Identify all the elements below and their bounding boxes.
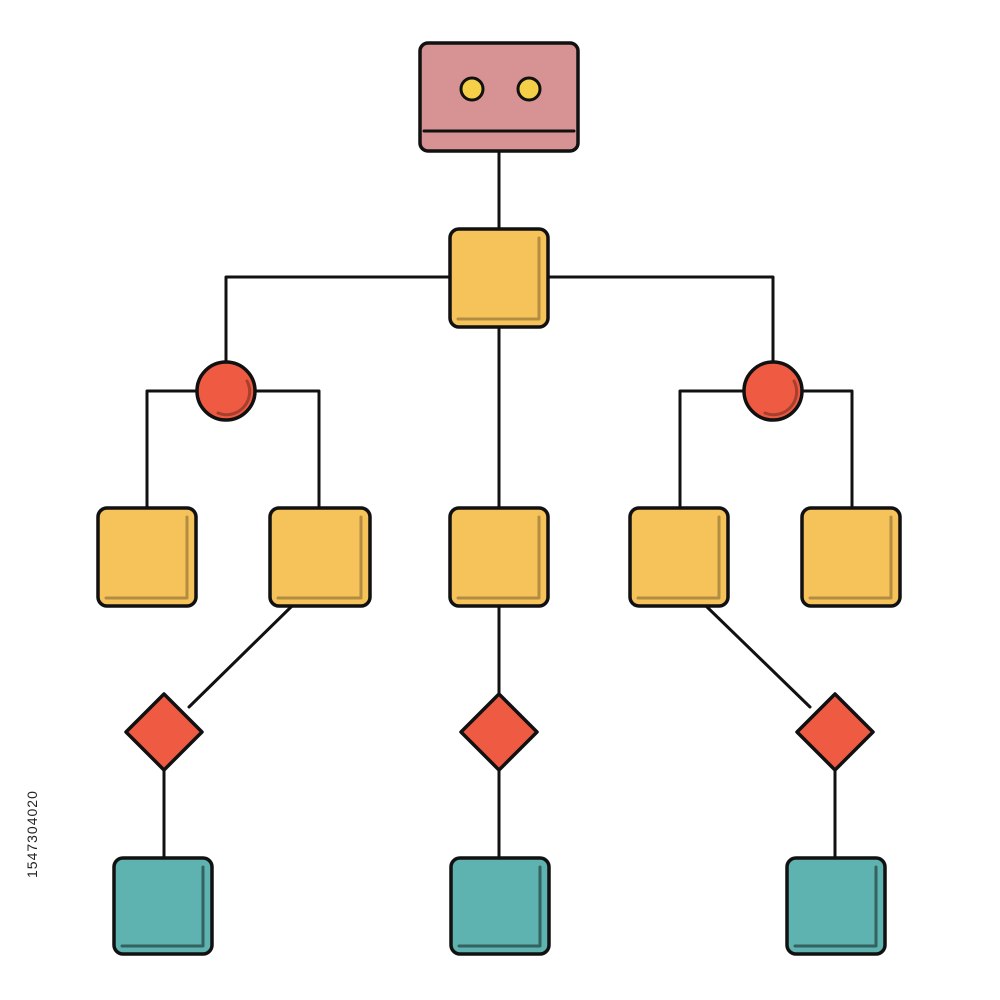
square-shade (636, 515, 721, 600)
square-box (96, 506, 198, 608)
square-box (448, 506, 550, 608)
decision-diamond (124, 692, 204, 772)
root-device-icon (418, 41, 580, 153)
edge-hub-to-junction-left (224, 275, 452, 364)
node-box-1 (96, 506, 198, 608)
stock-id-text: 1547304020 (24, 790, 40, 878)
edge-hub-to-junction-right (546, 275, 775, 364)
edge-box-4-to-decision-right (704, 604, 812, 709)
square-box (268, 506, 372, 608)
decision-diamond (795, 692, 875, 772)
square-shade (456, 236, 541, 321)
node-decision-right (795, 692, 875, 772)
leaf-box (112, 856, 214, 956)
edge-junction-right-to-box-4 (678, 389, 746, 510)
edge-junction-right-to-box-5 (800, 389, 854, 510)
node-hub (448, 227, 550, 329)
root-dot-right (516, 76, 542, 102)
node-junction-left (195, 360, 257, 422)
junction-circle (742, 360, 804, 422)
decision-diamond (459, 692, 539, 772)
square-box (800, 506, 902, 608)
node-box-3 (448, 506, 550, 608)
root-dot-left (459, 76, 485, 102)
junction-circle (195, 360, 257, 422)
node-box-5 (800, 506, 902, 608)
node-leaf-left (112, 856, 214, 956)
node-decision-left (124, 692, 204, 772)
diagram-nodes (96, 41, 902, 956)
node-junction-right (742, 360, 804, 422)
leaf-shade (793, 865, 878, 948)
node-leaf-center (449, 856, 551, 956)
node-decision-center (459, 692, 539, 772)
edge-junction-left-to-box-2 (253, 389, 321, 510)
leaf-box (785, 856, 887, 956)
edge-box-2-to-decision-left (187, 604, 294, 709)
node-box-2 (268, 506, 372, 608)
leaf-shade (120, 865, 205, 948)
square-box (628, 506, 730, 608)
node-leaf-right (785, 856, 887, 956)
square-box (448, 227, 550, 329)
junction-shade (763, 379, 799, 417)
square-shade (808, 515, 893, 600)
edge-junction-left-to-box-1 (145, 389, 199, 510)
square-shade (276, 515, 363, 600)
junction-shade (216, 379, 252, 417)
root-box (418, 41, 580, 153)
leaf-shade (457, 865, 542, 948)
connector-lines (145, 149, 854, 860)
square-shade (456, 515, 541, 600)
square-shade (104, 515, 189, 600)
leaf-box (449, 856, 551, 956)
node-box-4 (628, 506, 730, 608)
